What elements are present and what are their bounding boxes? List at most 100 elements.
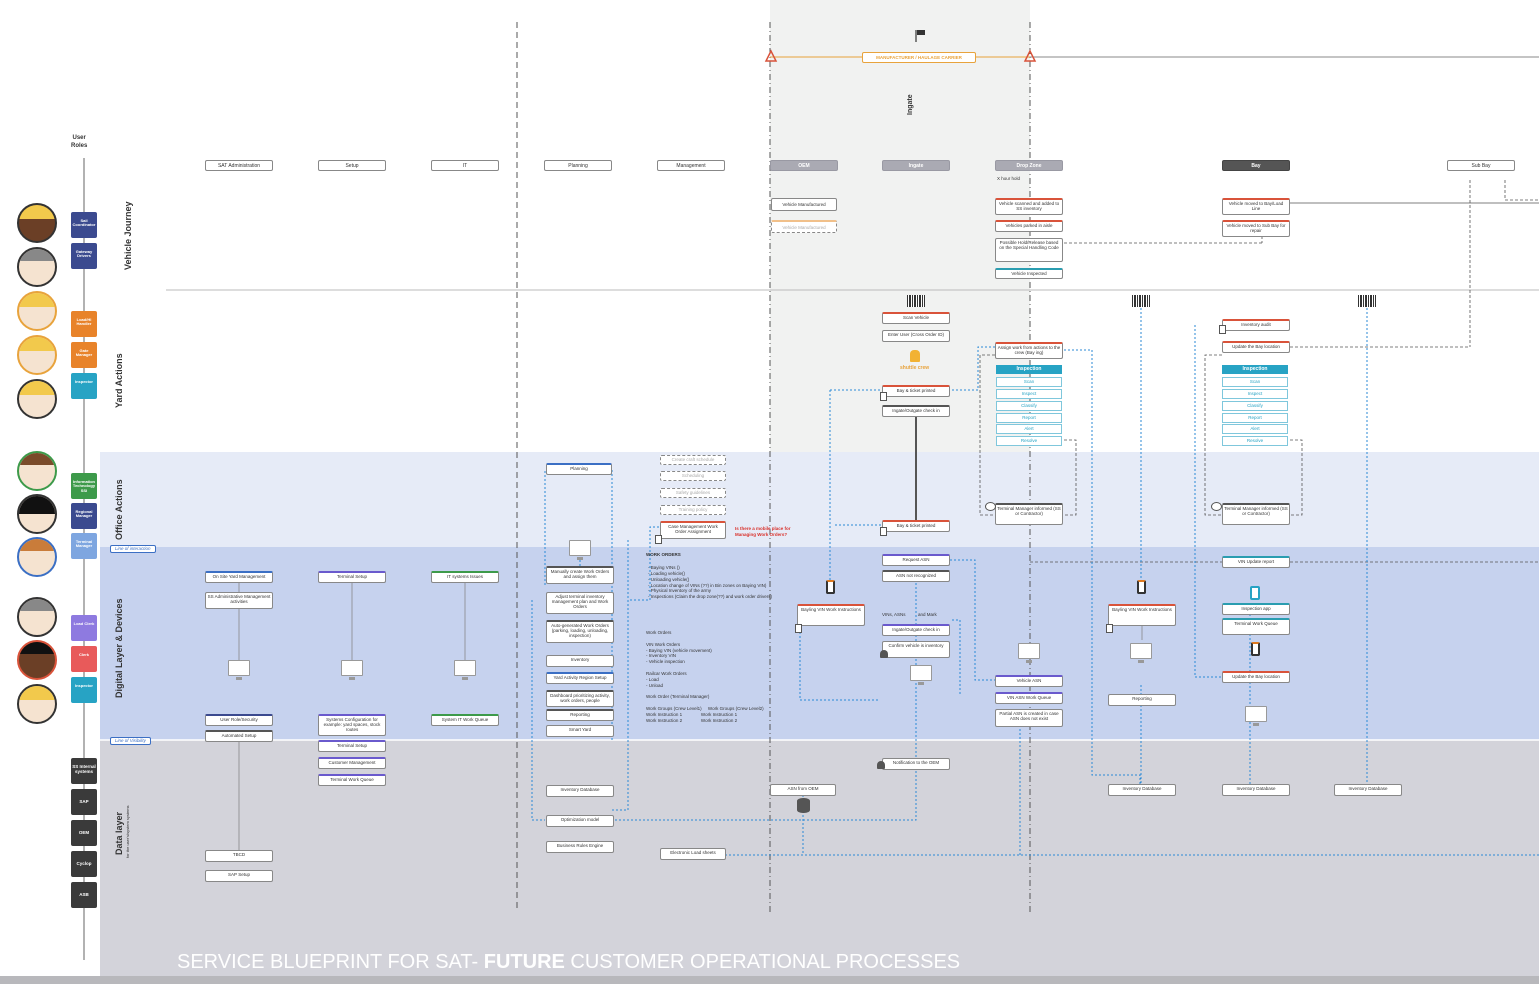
inspection-header: Inspection [996,365,1062,374]
scan-vehicle-box: Scan Vehicle [882,312,950,324]
monitor-icon [569,540,591,560]
possible-hold-box: Possible Hold/Release based on the Speci… [995,238,1063,262]
bell-icon [880,650,888,658]
smart-yard-box: Smart Yard [546,725,614,737]
bay-vin-instructions-box: Bay/ing VIN Work Instructions [1108,604,1176,626]
partial-asn-box: Partial ASN is created in case ASN does … [995,709,1063,727]
inspection-item: Inspect [996,389,1062,399]
column-header: OEM [770,160,838,171]
column-header: Sub Bay [1447,160,1515,171]
it-systems-box: IT systems Issues [431,571,499,583]
crew-icon [910,350,920,362]
line-of-interaction-label: Line of interaction [110,545,156,553]
system-badge: ASB [71,882,97,908]
ingate-check-box: Ingate/Outgate check in [882,405,950,417]
vehicle-inspected-box: Vehicle Inspected [995,268,1063,279]
on-site-yard-box: On Site Yard Management [205,571,273,583]
work-orders-header: WORK ORDERS [646,552,681,557]
monitor-icon [1245,706,1267,726]
dashboard-box: Dashboard prioritizing activity, work or… [546,690,614,707]
column-header: SAT Administration [205,160,273,171]
inspection-item: Report [996,413,1062,423]
inspection-item: Alert [996,424,1062,434]
inspection-item: Scan [1222,377,1288,387]
inventory-database-box: Inventory Database [1108,784,1176,796]
barcode-icon [907,295,925,307]
document-icon [795,624,802,633]
avatar-icon [17,451,57,491]
avatar-icon [17,537,57,577]
chat-icon [1211,502,1222,511]
asn-from-oem-box: ASN from OEM [770,784,836,796]
vehicle-manufactured-faded-box: Vehicle Manufactured [771,220,837,233]
terminal-setup-box: Terminal Setup [318,571,386,583]
yard-activity-box: Yard Activity Region Setup [546,672,614,684]
document-icon [1219,325,1226,334]
column-header: Management [657,160,725,171]
lane-digital-layer: Digital Layer & Devices [114,598,124,698]
bell-icon [877,761,885,769]
role-badge: Load Clerk [71,615,97,641]
avatar-icon [17,494,57,534]
avatar-icon [17,640,57,680]
business-rules-box: Business Rules Engine [546,841,614,853]
terminal-work-queue-2-box: Terminal Work Queue [318,774,386,786]
phone-icon [826,580,835,594]
inventory-database-box: Inventory Database [1222,784,1290,796]
monitor-icon [341,660,363,680]
database-icon [797,798,810,813]
create-schedule-box: Create craft schedule [660,455,726,465]
drop-zone-note: X hour hold [997,176,1021,181]
terminal-informed-box: Terminal Manager informed (SS or Contrac… [1222,503,1290,525]
reporting-2-box: Reporting [1108,694,1176,706]
avatar-icon [17,291,57,331]
phone-icon [1251,642,1260,656]
inspection-item: Alert [1222,424,1288,434]
inventory-box: Inventory [546,655,614,667]
work-orders-list: - Baying VINs () - Loading vehicle() - U… [648,565,773,600]
scheduling-box: Scheduling [660,471,726,481]
phone-icon [1137,580,1146,594]
role-badge: Clerk [71,646,97,672]
lane-vehicle-journey: Vehicle Journey [123,201,133,270]
safety-box: Safety guidelines [660,488,726,498]
system-badge: OEM [71,820,97,846]
electronic-load-sheets-box: Electronic Load sheets [660,848,726,860]
bottom-scrollbar[interactable] [0,976,1539,984]
terminal-setup-2-box: Terminal Setup [318,740,386,752]
document-icon [880,527,887,536]
terminal-informed-box: Terminal Manager informed (SS or Contrac… [995,503,1063,525]
column-header: IT [431,160,499,171]
role-badge: Terminal Manager [71,533,97,559]
avatar-icon [17,247,57,287]
user-roles-label: User Roles [71,135,88,149]
avatar-icon [17,684,57,724]
line-of-visibility-label: Line of Visibility [110,737,151,745]
bay-ticket-office-box: Bay & ticket printed [882,520,950,532]
user-role-security-box: User Role/Security [205,714,273,726]
inventory-audit-box: Inventory audit [1222,319,1290,331]
bay-ticket-yard-box: Bay & ticket printed [882,385,950,397]
office-actions-band [100,452,1539,547]
avatar-icon [17,597,57,637]
system-badge: Cyclop [71,851,97,877]
role-badge: Gate Manager [71,342,97,368]
carrier-label: MANUFACTURER / HAULAGE CARRIER [862,52,976,63]
vin-asn-queue-box: VIN ASN Work Queue [995,692,1063,704]
case-management-box: Case Management Work Order Assignment [660,521,726,539]
inspection-app-box: Inspection app [1222,603,1290,615]
notification-oem-box: Notification to the OEM [882,758,950,770]
column-header: Bay [1222,160,1290,171]
systems-config-box: Systems Configuration for example: yard … [318,714,386,736]
document-icon [1106,624,1113,633]
inventory-database-box: Inventory Database [546,785,614,797]
role-badge: Sail Coordinator [71,212,97,238]
avatar-icon [17,335,57,375]
vehicle-parked-box: Vehicles parked in aisle [995,220,1063,232]
training-box: Training policy [660,505,726,515]
vehicle-moved-bay-box: Vehicle moved to Bay/Load Line [1222,198,1290,215]
inspection-item: Resolve [996,436,1062,446]
tbcd-box: TBCD [205,850,273,862]
inspection-item: Resolve [1222,436,1288,446]
